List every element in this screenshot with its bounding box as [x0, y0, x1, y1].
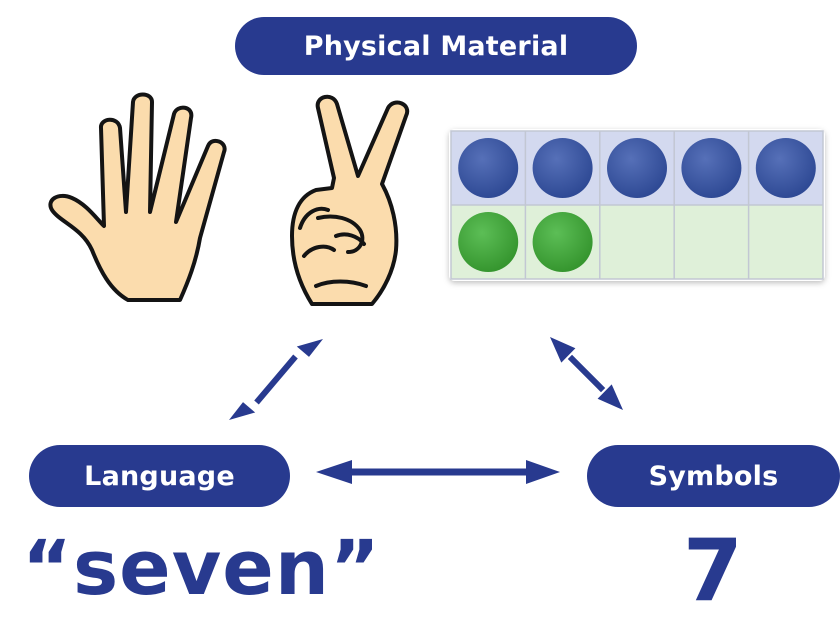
peace-sign-two-fingers-icon [290, 94, 410, 306]
ten-frame [449, 129, 825, 281]
blue-counter [607, 138, 667, 198]
symbols-label: Symbols [587, 445, 840, 507]
blue-counter [681, 138, 742, 198]
physical-material-label: Physical Material [235, 17, 637, 75]
language-label: Language [29, 445, 290, 507]
blue-counter [532, 138, 593, 198]
number-word: “seven” [22, 523, 381, 612]
blue-counter [755, 138, 816, 198]
number-numeral: 7 [683, 521, 744, 621]
green-counter [458, 212, 519, 272]
double-arrow-language-symbols [316, 460, 560, 484]
double-arrow-physical-symbols [550, 337, 623, 410]
double-arrow-physical-language [229, 339, 323, 420]
open-hand-five-fingers-icon [48, 92, 227, 302]
green-counter [532, 212, 593, 272]
blue-counter [458, 138, 519, 198]
